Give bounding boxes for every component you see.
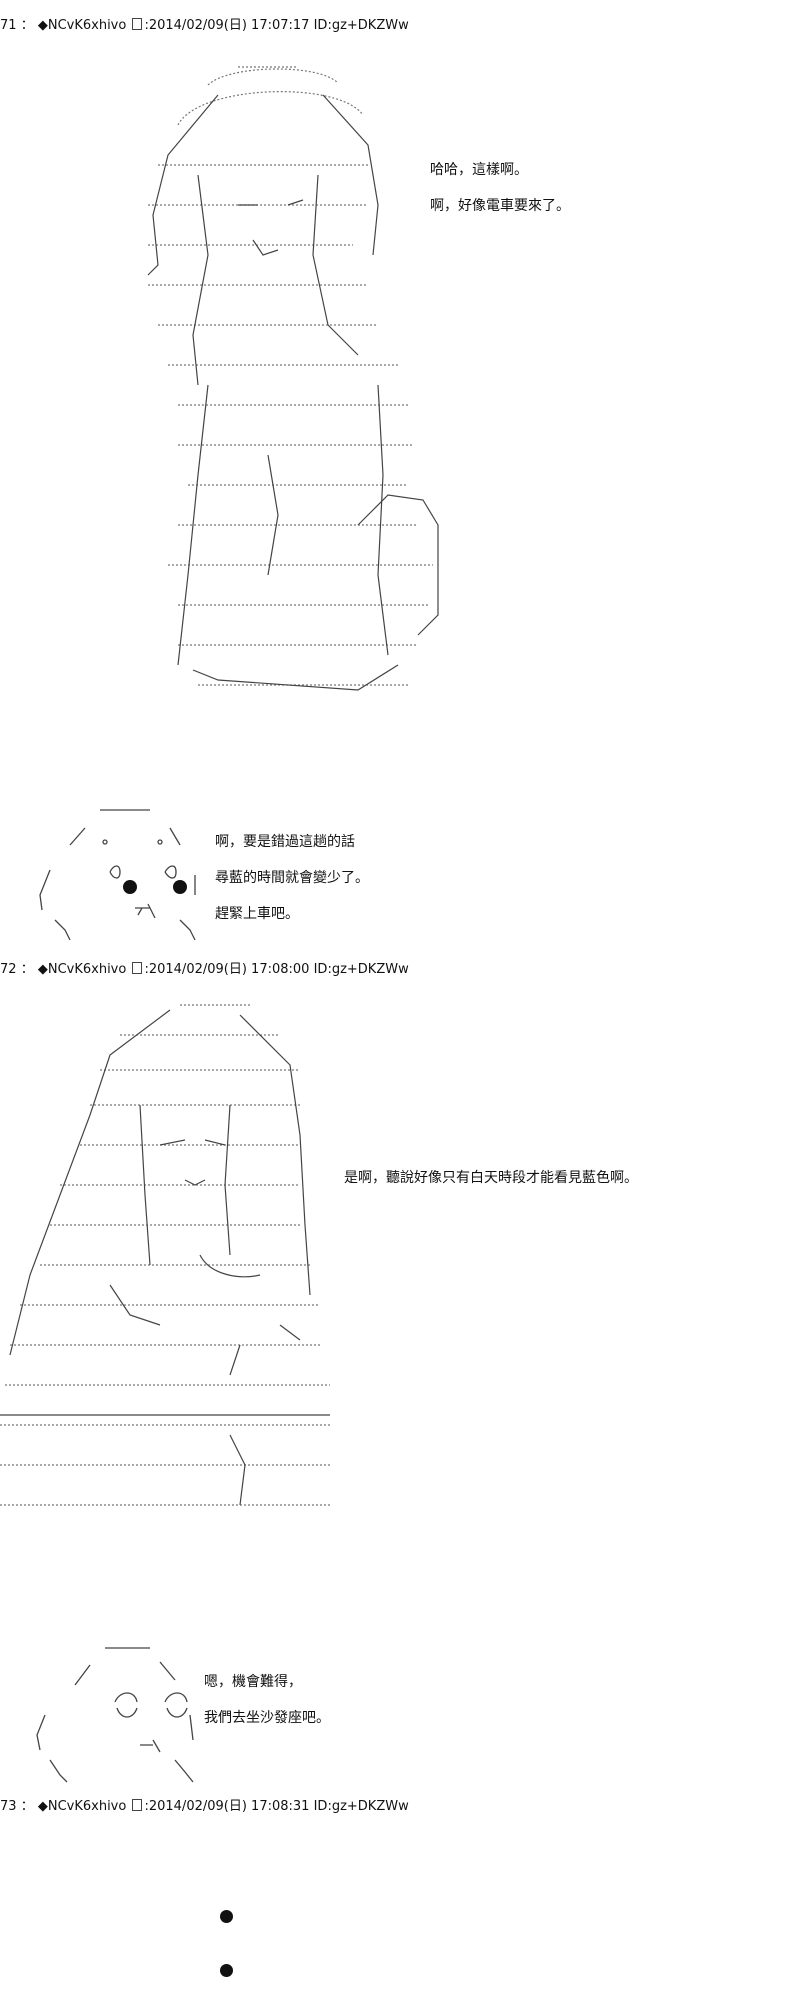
ascii-art-girl-standing <box>138 55 498 735</box>
post-separator: ： <box>20 1799 34 1814</box>
dialogue-line: 我們去坐沙發座吧。 <box>204 1710 330 1726</box>
ascii-art-girl-long-hair <box>0 995 340 1535</box>
post-number: 71 <box>0 18 17 33</box>
bullet-dot-icon <box>220 1910 233 1923</box>
dialogue-line: 哈哈，這樣啊。 <box>430 162 528 178</box>
post-date: :2014/02/09(日) 17:08:31 <box>144 1799 310 1814</box>
post-id: ID:gz+DKZWw <box>313 18 409 33</box>
dialogue-line: 趕緊上車吧。 <box>215 906 299 922</box>
ascii-art-face-open-eyes <box>30 800 200 945</box>
missing-glyph-icon <box>132 962 143 974</box>
missing-glyph-icon <box>132 1799 143 1811</box>
post-separator: ： <box>20 962 34 977</box>
missing-glyph-icon <box>132 18 143 30</box>
dialogue-line: 啊，要是錯過這趟的話 <box>215 834 355 850</box>
dialogue-line: 尋藍的時間就會變少了。 <box>215 870 369 886</box>
dialogue-72-top: 是啊，聽說好像只有白天時段才能看見藍色啊。 <box>344 1160 638 1196</box>
poster-name[interactable]: ◆NCvK6xhivo <box>37 18 127 33</box>
dialogue-line: 嗯，機會難得， <box>204 1674 302 1690</box>
dialogue-71-bottom: 啊，要是錯過這趟的話 尋藍的時間就會變少了。 趕緊上車吧。 <box>215 824 369 932</box>
dialogue-line: 啊，好像電車要來了。 <box>430 198 570 214</box>
dialogue-71-top: 哈哈，這樣啊。 啊，好像電車要來了。 <box>430 152 570 224</box>
post-date: :2014/02/09(日) 17:07:17 <box>144 18 310 33</box>
post-date: :2014/02/09(日) 17:08:00 <box>144 962 310 977</box>
post-header-72: 72 ： ◆NCvK6xhivo :2014/02/09(日) 17:08:00… <box>0 958 409 977</box>
post-number: 73 <box>0 1799 17 1814</box>
post-id: ID:gz+DKZWw <box>313 1799 409 1814</box>
ascii-art-face-smiling <box>25 1640 195 1785</box>
post-separator: ： <box>20 18 34 33</box>
dialogue-72-bottom: 嗯，機會難得， 我們去坐沙發座吧。 <box>204 1664 330 1736</box>
post-id: ID:gz+DKZWw <box>313 962 409 977</box>
post-number: 72 <box>0 962 17 977</box>
poster-name[interactable]: ◆NCvK6xhivo <box>37 1799 127 1814</box>
post-header-71: 71 ： ◆NCvK6xhivo :2014/02/09(日) 17:07:17… <box>0 14 409 33</box>
post-header-73: 73 ： ◆NCvK6xhivo :2014/02/09(日) 17:08:31… <box>0 1795 409 1814</box>
dialogue-line: 是啊，聽說好像只有白天時段才能看見藍色啊。 <box>344 1170 638 1186</box>
poster-name[interactable]: ◆NCvK6xhivo <box>37 962 127 977</box>
bullet-dot-icon <box>220 1964 233 1977</box>
